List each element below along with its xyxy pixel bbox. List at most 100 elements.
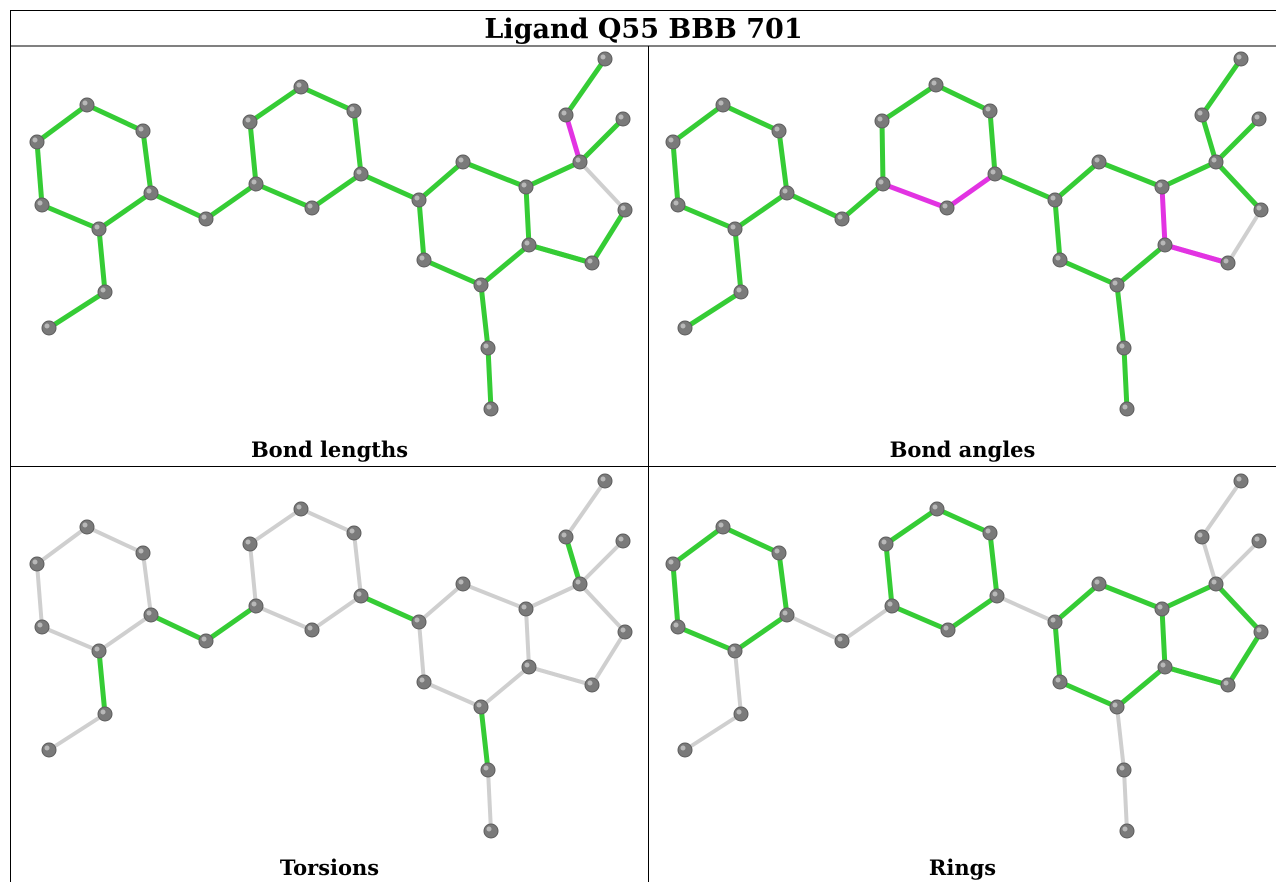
- bond-bond-lengths-8-9: [247, 84, 304, 125]
- atom-bond-angles-6: [834, 211, 850, 227]
- atom-highlight-rings-25: [736, 709, 742, 715]
- atom-bond-lengths-11: [353, 166, 369, 182]
- atom-bond-angles-24: [1052, 252, 1068, 268]
- atom-highlight-torsions-8: [245, 539, 251, 545]
- atom-bond-angles-5: [670, 197, 686, 213]
- atom-highlight-torsions-19: [618, 536, 624, 542]
- atom-highlight-torsions-12: [307, 625, 313, 631]
- atom-highlight-torsions-26: [44, 745, 50, 751]
- bond-bond-lengths-11-13: [358, 171, 422, 203]
- atom-highlight-torsions-20: [620, 627, 626, 633]
- atom-highlight-bond-lengths-10: [349, 106, 355, 112]
- atom-torsions-10: [346, 525, 362, 541]
- bond-bond-lengths-3-4: [96, 190, 154, 232]
- atom-torsions-2: [135, 545, 151, 561]
- atom-highlight-bond-angles-8: [877, 116, 883, 122]
- bond-bond-lengths-4-5: [39, 202, 102, 232]
- atom-rings-2: [771, 545, 787, 561]
- atom-highlight-bond-angles-1: [718, 100, 724, 106]
- bond-rings-9-10: [934, 506, 993, 536]
- atom-highlight-rings-14: [1094, 579, 1100, 585]
- atom-highlight-bond-angles-2: [774, 126, 780, 132]
- bond-rings-18-17: [1200, 479, 1243, 539]
- bond-bond-angles-22-21: [1162, 242, 1231, 266]
- atom-highlight-bond-lengths-4: [94, 224, 100, 230]
- atom-highlight-rings-13: [1050, 617, 1056, 623]
- bond-torsions-1-2: [85, 525, 145, 555]
- bond-torsions-3-4: [97, 613, 153, 653]
- atom-highlight-rings-0: [668, 559, 674, 565]
- atom-rings-24: [1052, 674, 1068, 690]
- atom-highlight-bond-lengths-24: [419, 255, 425, 261]
- atom-rings-22: [1157, 659, 1173, 675]
- bond-torsions-15-16: [524, 582, 582, 611]
- atom-highlight-bond-lengths-7: [251, 179, 257, 185]
- bond-rings-6-7: [840, 604, 894, 643]
- atom-bond-angles-17: [1194, 107, 1210, 123]
- atom-highlight-bond-angles-6: [837, 214, 843, 220]
- atom-highlight-rings-8: [881, 539, 887, 545]
- atom-highlight-bond-angles-7: [878, 179, 884, 185]
- atom-bond-lengths-6: [198, 211, 214, 227]
- atom-bond-lengths-17: [558, 107, 574, 123]
- atom-bond-lengths-15: [518, 179, 534, 195]
- atom-rings-27: [1116, 762, 1132, 778]
- atom-highlight-bond-angles-27: [1119, 343, 1125, 349]
- atom-highlight-bond-lengths-22: [524, 240, 530, 246]
- bond-bond-angles-11-13: [992, 171, 1058, 203]
- bond-bond-angles-13-14: [1052, 159, 1102, 203]
- atom-highlight-bond-lengths-1: [82, 100, 88, 106]
- atom-highlight-bond-lengths-9: [296, 82, 302, 88]
- atom-bond-lengths-7: [248, 176, 264, 192]
- atom-highlight-torsions-22: [524, 662, 530, 668]
- atom-highlight-torsions-27: [483, 765, 489, 771]
- bond-rings-3-4: [732, 612, 790, 654]
- atom-highlight-rings-1: [718, 522, 724, 528]
- atom-highlight-rings-17: [1197, 532, 1203, 538]
- atom-highlight-bond-lengths-23: [476, 280, 482, 286]
- bond-torsions-18-17: [564, 479, 607, 539]
- atom-highlight-bond-lengths-12: [307, 203, 313, 209]
- atom-bond-angles-14: [1091, 154, 1107, 170]
- atom-bond-angles-13: [1047, 192, 1063, 208]
- bond-bond-angles-5-0: [670, 139, 681, 208]
- atom-bond-lengths-12: [304, 200, 320, 216]
- bond-rings-13-14: [1052, 581, 1102, 625]
- bond-rings-11-13: [995, 594, 1057, 624]
- atom-torsions-21: [584, 677, 600, 693]
- bond-bond-lengths-15-22: [523, 184, 532, 248]
- bond-bond-angles-4-5: [675, 202, 738, 232]
- atom-torsions-19: [615, 533, 631, 549]
- atom-highlight-torsions-21: [587, 680, 593, 686]
- bond-rings-23-27: [1115, 705, 1126, 772]
- atom-bond-angles-0: [665, 134, 681, 150]
- atom-bond-angles-21: [1220, 255, 1236, 271]
- atom-rings-0: [665, 556, 681, 572]
- bond-bond-lengths-0-1: [34, 102, 90, 145]
- atom-bond-lengths-0: [29, 134, 45, 150]
- bond-torsions-16-19: [578, 539, 625, 586]
- atom-highlight-torsions-6: [201, 636, 207, 642]
- atom-bond-angles-2: [771, 123, 787, 139]
- atom-rings-4: [727, 643, 743, 659]
- bond-torsions-22-21: [527, 665, 594, 687]
- bond-torsions-23-27: [478, 704, 491, 773]
- bond-rings-17-16: [1200, 535, 1218, 586]
- atom-torsions-28: [483, 823, 499, 839]
- bond-bond-lengths-11-12: [309, 171, 364, 211]
- atom-highlight-bond-angles-9: [931, 80, 937, 86]
- atom-rings-26: [677, 742, 693, 758]
- atom-rings-3: [779, 607, 795, 623]
- bond-rings-15-22: [1159, 606, 1168, 670]
- atom-highlight-bond-angles-17: [1197, 110, 1203, 116]
- atom-highlight-bond-lengths-5: [37, 200, 43, 206]
- atom-bond-lengths-14: [455, 154, 471, 170]
- bond-rings-10-11: [987, 530, 1000, 599]
- bond-bond-lengths-20-21: [589, 207, 628, 266]
- bond-bond-lengths-9-10: [298, 84, 357, 114]
- atom-highlight-bond-lengths-14: [458, 157, 464, 163]
- bond-torsions-14-15: [461, 582, 528, 611]
- atom-highlight-bond-angles-11: [990, 169, 996, 175]
- atom-highlight-rings-24: [1055, 677, 1061, 683]
